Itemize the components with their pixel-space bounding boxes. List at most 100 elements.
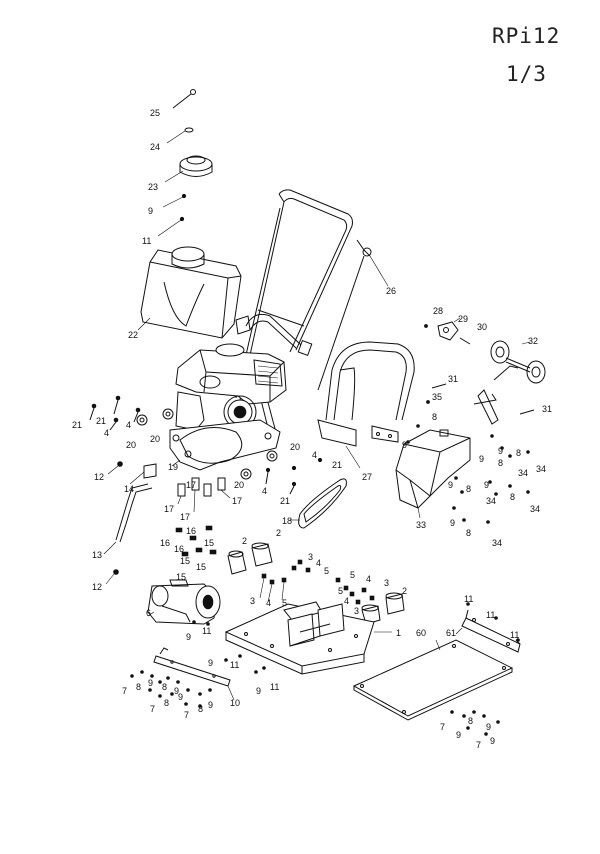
callout-8: 8 (432, 412, 437, 422)
part-28-29-30-fittings (424, 317, 471, 345)
engine-assembly (175, 343, 287, 431)
callout-8: 8 (136, 682, 141, 692)
callout-34: 34 (530, 504, 540, 514)
callout-20: 20 (290, 442, 300, 452)
callout-31: 31 (448, 374, 458, 384)
part-18-drive-belt (290, 478, 347, 529)
part-9-11-fasteners-plate (192, 620, 266, 674)
part-23-fuel-cap (164, 155, 213, 183)
callout-17: 17 (186, 480, 196, 490)
callout-2: 2 (402, 586, 407, 596)
callout-9: 9 (402, 440, 407, 450)
callout-17: 17 (180, 512, 190, 522)
callout-14: 14 (124, 484, 134, 494)
part-17-bolts (177, 477, 231, 513)
callout-7: 7 (184, 710, 189, 720)
callout-9: 9 (256, 686, 261, 696)
part-3-4-5-nuts (259, 559, 375, 605)
callout-18: 18 (282, 516, 292, 526)
callout-10: 10 (230, 698, 240, 708)
callout-20: 20 (150, 434, 160, 444)
part-33-belt-cover (395, 429, 471, 519)
callout-15: 15 (204, 538, 214, 548)
callout-33: 33 (416, 520, 426, 530)
callout-8: 8 (164, 698, 169, 708)
callout-9: 9 (456, 730, 461, 740)
callout-29: 29 (458, 314, 468, 324)
callout-4: 4 (104, 428, 109, 438)
callout-19: 19 (168, 462, 178, 472)
callout-12: 12 (94, 472, 104, 482)
callout-11: 11 (202, 626, 211, 636)
part-2-rubber-mounts (227, 542, 405, 625)
callout-11: 11 (230, 660, 239, 670)
callout-9: 9 (479, 454, 484, 464)
part-61-bracket (455, 602, 521, 653)
page-number: 1/3 (506, 62, 547, 86)
callout-4: 4 (262, 486, 267, 496)
callout-28: 28 (433, 306, 443, 316)
callout-8: 8 (162, 682, 167, 692)
callout-7: 7 (476, 740, 481, 750)
callout-8: 8 (198, 704, 203, 714)
part-20-washers (136, 408, 278, 480)
part-10-mounting-bar (153, 647, 235, 701)
part-19-belt-guard (169, 419, 281, 471)
callout-21: 21 (72, 420, 82, 430)
callout-16: 16 (160, 538, 170, 548)
callout-21: 21 (96, 416, 106, 426)
callout-2: 2 (276, 528, 281, 538)
part-26-throttle-cable (317, 239, 389, 391)
callout-9: 9 (208, 700, 213, 710)
callout-11: 11 (142, 236, 151, 246)
callout-11: 11 (464, 594, 473, 604)
callout-11: 11 (486, 610, 495, 620)
callout-25: 25 (150, 108, 160, 118)
callout-9: 9 (448, 480, 453, 490)
callout-7: 7 (150, 704, 155, 714)
callout-7: 7 (440, 722, 445, 732)
part-31-35-pins (426, 383, 535, 415)
part-32-wheel-kit (473, 340, 546, 425)
part-15-16-nuts (175, 525, 217, 557)
callout-8: 8 (466, 528, 471, 538)
callout-2: 2 (242, 536, 247, 546)
callout-4: 4 (266, 598, 271, 608)
model-number: RPi12 (492, 24, 561, 48)
callout-60: 60 (416, 628, 426, 638)
callout-9: 9 (450, 518, 455, 528)
callout-7: 7 (122, 686, 127, 696)
callout-9: 9 (186, 632, 191, 642)
callout-13: 13 (92, 550, 102, 560)
callout-8: 8 (498, 458, 503, 468)
part-1-base-plate (224, 601, 392, 675)
part-27-handle-mount (317, 341, 415, 469)
callout-4: 4 (316, 558, 321, 568)
part-7-8-9-fasteners-lower-left (130, 670, 212, 708)
part-7-9-fasteners-lower-right (450, 710, 500, 736)
callout-4: 4 (312, 450, 317, 460)
part-25-screw (172, 89, 196, 109)
callout-9: 9 (174, 686, 179, 696)
callout-22: 22 (128, 330, 138, 340)
callout-61: 61 (446, 628, 456, 638)
callout-15: 15 (180, 556, 190, 566)
callout-34: 34 (486, 496, 496, 506)
callout-9: 9 (178, 692, 183, 702)
callout-32: 32 (528, 336, 538, 346)
callout-9: 9 (484, 480, 489, 490)
callout-8: 8 (468, 716, 473, 726)
callout-3: 3 (384, 578, 389, 588)
callout-30: 30 (477, 322, 487, 332)
part-12-14-fittings (107, 461, 157, 485)
callout-9: 9 (148, 678, 153, 688)
part-12-plug (105, 569, 119, 585)
callout-8: 8 (510, 492, 515, 502)
callout-3: 3 (354, 606, 359, 616)
callout-5: 5 (338, 586, 343, 596)
callout-9: 9 (148, 206, 153, 216)
part-13-hose (103, 483, 153, 555)
callout-1: 1 (396, 628, 401, 638)
callout-6: 6 (146, 608, 151, 618)
callout-21: 21 (280, 496, 290, 506)
